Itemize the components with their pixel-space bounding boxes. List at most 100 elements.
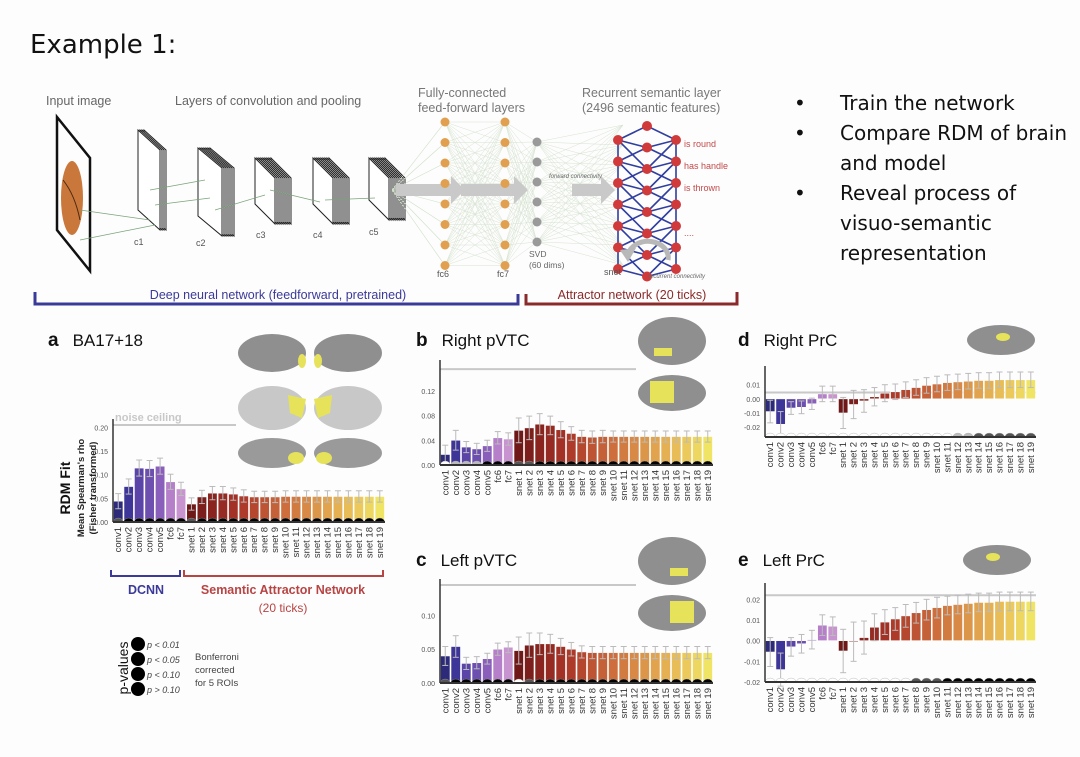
y-tick-label: 0.05 (94, 496, 108, 503)
kernel-line (79, 209, 151, 221)
connection (536, 224, 624, 243)
semantic-node (642, 185, 652, 196)
category-label: snet 12 (302, 527, 313, 558)
category-label: snet 7 (577, 688, 588, 714)
semantic-node (613, 135, 623, 145)
connection (536, 124, 624, 243)
forward-connectivity-label: forward connectivity (549, 174, 603, 180)
semantic-edge (617, 125, 648, 141)
svd-node (532, 217, 542, 227)
category-label: snet 6 (566, 688, 577, 714)
dnn-bracket-label: Deep neural network (feedforward, pretra… (150, 288, 406, 302)
category-label: snet 8 (587, 470, 598, 496)
fc-label-fc6: fc6 (437, 269, 449, 279)
category-label: snet 6 (890, 442, 901, 468)
connection (444, 121, 506, 164)
conv-layers-label: Layers of convolution and pooling (175, 94, 361, 108)
category-label: snet 11 (942, 442, 953, 472)
category-label: snet 4 (869, 687, 880, 713)
category-label: conv3 (786, 442, 797, 467)
recurrent-arrowhead-icon (620, 248, 636, 262)
category-label: snet 10 (608, 688, 619, 719)
pvalue-label: p < 0.10 (146, 670, 180, 680)
category-label: snet 6 (239, 527, 250, 553)
fc7-node (500, 261, 510, 270)
fc6-node (440, 138, 450, 147)
connection (504, 141, 538, 143)
conv-label-c1: c1 (134, 237, 144, 247)
bullet-text: Compare RDM of brain and model (840, 121, 1068, 175)
category-label: snet 1 (514, 688, 525, 714)
bullet-item: •Compare RDM of brain and model (790, 118, 1070, 178)
ylabel-main: RDM Fit (57, 461, 73, 514)
category-label: snet 1 (186, 527, 197, 553)
arrow-icon (396, 176, 465, 204)
category-label: snet 15 (333, 527, 344, 558)
category-label: snet 13 (312, 527, 323, 558)
semantic-node (671, 156, 681, 167)
pvalue-dot (131, 667, 145, 681)
category-label: conv5 (807, 687, 818, 712)
fc7-node (500, 220, 510, 229)
category-label: conv4 (796, 687, 807, 712)
fc6-node (440, 240, 450, 250)
semantic-node (613, 156, 623, 167)
attractor-bracket (524, 292, 739, 306)
category-label: snet 1 (838, 687, 849, 713)
y-tick-label: 0.00 (746, 639, 760, 646)
category-label: conv5 (482, 470, 493, 495)
category-label: snet 12 (953, 442, 964, 473)
category-label: snet 5 (880, 687, 891, 713)
feature-label: has handle (684, 161, 728, 171)
kernel-line (214, 194, 266, 211)
category-label: snet 3 (859, 442, 870, 468)
panel-a-ylabel: RDM Fit Mean Spearman's rho (Fisher tran… (57, 439, 99, 538)
connection (504, 241, 538, 266)
category-label: snet 10 (608, 470, 619, 501)
category-label: snet 19 (1026, 687, 1037, 718)
san-sublabel: (20 ticks) (259, 601, 308, 615)
semantic-edge (646, 168, 677, 184)
model-brackets: DCNN Semantic Attractor Network (20 tick… (110, 570, 384, 615)
panel-title: BA17+18 (72, 331, 144, 350)
semantic-node (671, 264, 681, 274)
pvalue-dot (131, 652, 145, 666)
feature-label: is round (684, 139, 716, 149)
category-label: snet 5 (880, 442, 891, 468)
svd-label-line1: SVD (529, 249, 546, 259)
panel-c-title: c Left pVTC (416, 550, 517, 572)
connection (391, 121, 446, 191)
panel-title: Right PrC (763, 331, 838, 350)
san-bracket (183, 570, 384, 577)
feature-map (137, 128, 161, 232)
category-label: snet 1 (838, 442, 849, 468)
fc6-node (440, 117, 450, 127)
connection (444, 121, 506, 143)
semantic-edge (617, 146, 648, 163)
semantic-node (642, 228, 652, 239)
semantic-edge (646, 146, 677, 163)
category-label: snet 19 (1026, 442, 1037, 473)
pvalue-legend: p-values p < 0.01 p < 0.05 p < 0.10 p > … (115, 637, 239, 696)
pvalue-dot (131, 637, 145, 651)
semantic-edge (617, 254, 648, 270)
semantic-node (642, 142, 652, 153)
rec-label-line2: (2496 semantic features) (582, 101, 720, 115)
category-label: snet 6 (566, 470, 577, 496)
input-image (55, 113, 92, 275)
category-label: conv4 (472, 688, 483, 713)
semantic-edge (646, 232, 677, 249)
y-tick-label: 0.02 (746, 597, 760, 604)
category-label: snet 2 (524, 470, 535, 496)
category-label: fc6 (493, 688, 504, 701)
fc7-node (500, 138, 510, 147)
ylabel-sub2: (Fisher transformed) (88, 442, 99, 535)
category-label: snet 4 (218, 527, 229, 553)
category-label: snet 6 (890, 687, 901, 713)
category-label: snet 10 (281, 527, 292, 558)
y-tick-label: 0.04 (421, 438, 435, 445)
y-tick-label: 0.01 (746, 383, 760, 390)
connection (391, 189, 446, 246)
